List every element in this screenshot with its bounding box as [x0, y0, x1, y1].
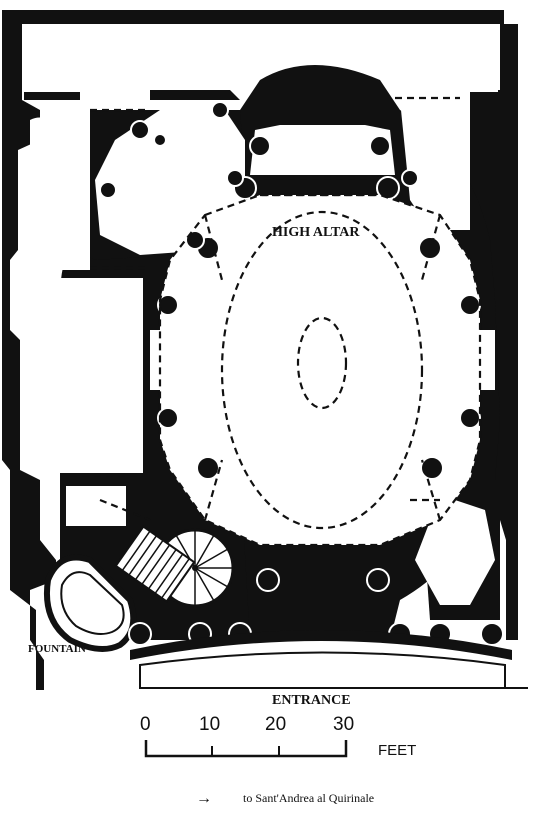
scale-tick-20: 20 — [265, 714, 286, 735]
vault-lines — [70, 96, 482, 547]
scale-tick-10: 10 — [199, 714, 220, 735]
scale-tick-30: 30 — [333, 714, 354, 735]
fountain-basin — [44, 554, 137, 652]
direction-label: to Sant'Andrea al Quirinale — [243, 791, 374, 805]
pilasters — [99, 101, 504, 646]
spiral-staircase — [114, 525, 235, 608]
entrance-steps — [130, 630, 528, 689]
scale-bar: 0 10 20 30 FEET — [140, 714, 416, 759]
interior-spaces — [30, 100, 495, 605]
entrance-label: ENTRANCE — [272, 693, 351, 708]
feet-label: FEET — [378, 742, 416, 759]
direction-arrow-icon: → — [196, 790, 212, 807]
fountain-label: FOUNTAIN — [28, 643, 86, 655]
high-altar-label: HIGH ALTAR — [272, 225, 360, 240]
scale-tick-0: 0 — [140, 714, 151, 735]
